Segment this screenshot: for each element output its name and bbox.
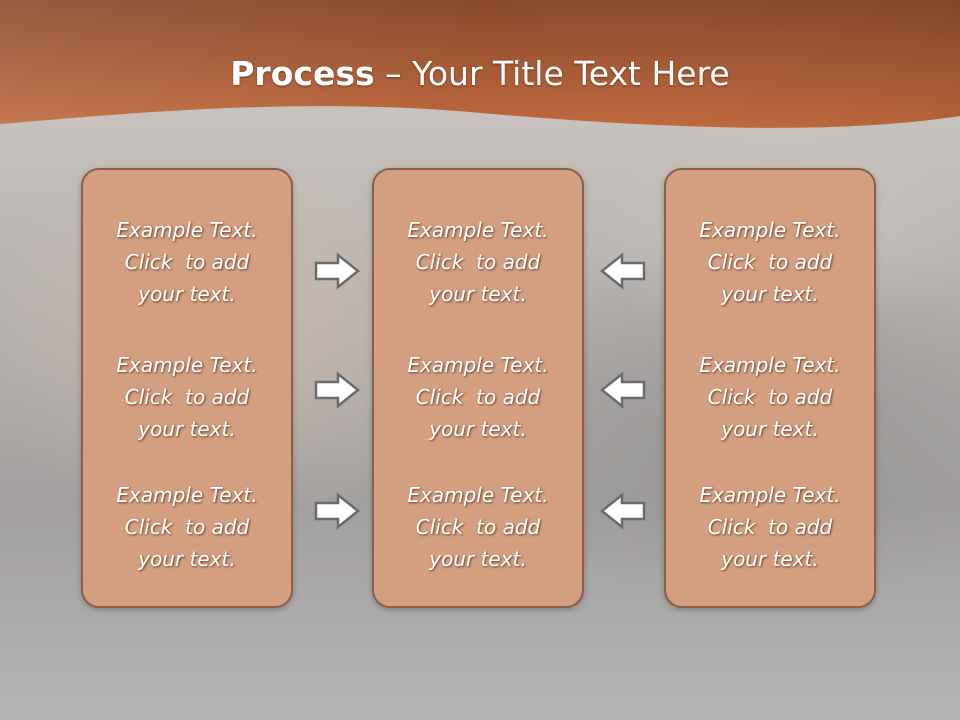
process-box-right[interactable]: Example Text. Click to add your text. Ex… [664,168,876,608]
arrow-right-icon[interactable] [313,370,363,410]
arrow-left-icon[interactable] [597,370,647,410]
text-placeholder[interactable]: Example Text. Click to add your text. [374,349,582,445]
text-line: Example Text. [699,353,841,377]
text-placeholder[interactable]: Example Text. Click to add your text. [374,214,582,310]
text-line: Example Text. [699,218,841,242]
text-line: Example Text. [699,483,841,507]
text-line: Click to add [415,385,541,409]
text-placeholder[interactable]: Example Text. Click to add your text. [83,479,291,575]
arrow-left-icon[interactable] [597,251,647,291]
text-placeholder[interactable]: Example Text. Click to add your text. [374,479,582,575]
text-line: your text. [429,417,527,441]
text-line: Click to add [707,250,833,274]
text-line: Example Text. [116,483,258,507]
text-line: your text. [721,282,819,306]
text-placeholder[interactable]: Example Text. Click to add your text. [666,349,874,445]
text-line: Click to add [707,385,833,409]
text-line: Click to add [707,515,833,539]
text-placeholder[interactable]: Example Text. Click to add your text. [666,214,874,310]
arrow-right-icon[interactable] [313,251,363,291]
slide-title[interactable]: Process – Your Title Text Here [0,52,960,96]
text-line: your text. [429,547,527,571]
text-line: Example Text. [116,353,258,377]
text-line: Example Text. [116,218,258,242]
text-line: Click to add [415,515,541,539]
text-line: Click to add [124,515,250,539]
title-text: – Your Title Text Here [374,54,730,93]
text-line: your text. [429,282,527,306]
process-box-left[interactable]: Example Text. Click to add your text. Ex… [81,168,293,608]
arrow-right-icon[interactable] [313,491,363,531]
text-line: your text. [721,417,819,441]
text-line: Click to add [124,250,250,274]
text-line: Click to add [415,250,541,274]
title-emphasis: Process [230,54,375,93]
text-line: Example Text. [407,483,549,507]
arrow-left-icon[interactable] [597,491,647,531]
text-line: Example Text. [407,353,549,377]
process-box-center[interactable]: Example Text. Click to add your text. Ex… [372,168,584,608]
text-line: your text. [721,547,819,571]
text-line: your text. [138,547,236,571]
text-placeholder[interactable]: Example Text. Click to add your text. [666,479,874,575]
text-placeholder[interactable]: Example Text. Click to add your text. [83,349,291,445]
text-line: Click to add [124,385,250,409]
text-placeholder[interactable]: Example Text. Click to add your text. [83,214,291,310]
text-line: Example Text. [407,218,549,242]
text-line: your text. [138,417,236,441]
text-line: your text. [138,282,236,306]
header-band [0,0,960,128]
